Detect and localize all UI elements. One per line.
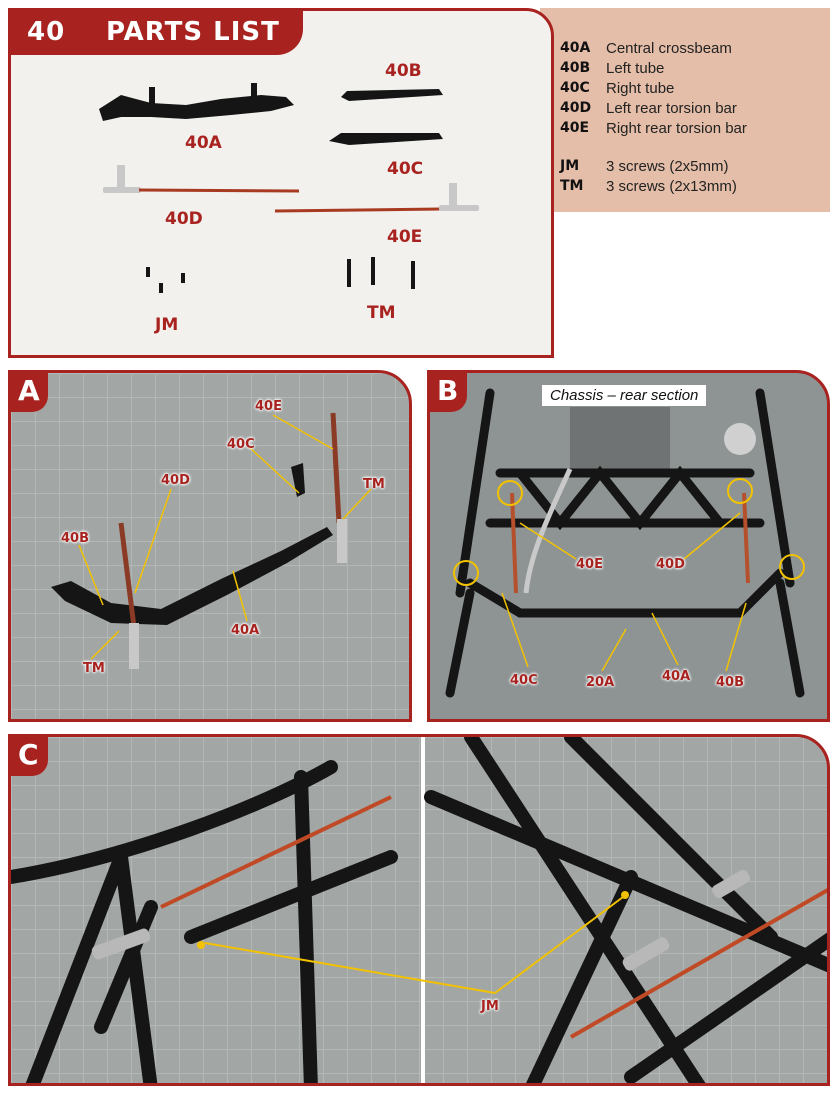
step-a-panel: A 40E 40C 40D TM 40B 40A TM bbox=[8, 370, 412, 722]
step-b-illustration bbox=[445, 388, 805, 698]
callout-20a: 20A bbox=[586, 675, 615, 690]
tm-screw bbox=[347, 259, 351, 287]
label-tm: TM bbox=[367, 303, 396, 323]
jm-screw bbox=[181, 273, 185, 283]
step-c-illustration bbox=[11, 737, 827, 1083]
label-jm: JM bbox=[155, 315, 179, 335]
step-number: 40 bbox=[27, 17, 66, 47]
tm-screw bbox=[411, 261, 415, 289]
part-40b-left-tube bbox=[341, 89, 443, 101]
callout-40c: 40C bbox=[227, 437, 255, 452]
step-a-illustration bbox=[51, 412, 372, 669]
crossbeam-assembly bbox=[51, 527, 333, 625]
torsion-bar-40d bbox=[118, 522, 138, 636]
torsion-bar-40e bbox=[510, 492, 518, 594]
callout-40d: 40D bbox=[161, 473, 190, 488]
panel-divider bbox=[421, 737, 425, 1083]
part-40a-crossbeam bbox=[99, 95, 294, 121]
part-40c-right-tube bbox=[329, 133, 443, 145]
step-c-tab: C bbox=[11, 737, 48, 776]
step-a-tab: A bbox=[11, 373, 48, 412]
parts-list-title: PARTS LIST bbox=[106, 17, 280, 47]
tm-screw bbox=[371, 257, 375, 285]
step-b-tab: B bbox=[430, 373, 467, 412]
parts-list-panel: 40 PARTS LIST 40B 40A 40C 40D 40E JM TM bbox=[8, 8, 554, 358]
jm-screw bbox=[146, 267, 150, 277]
jm-screw bbox=[159, 283, 163, 293]
callout-40b: 40B bbox=[716, 675, 744, 690]
step-b-panel: B Chassis – rear section 40E 40D 40C 20A… bbox=[427, 370, 830, 722]
parts-list-header: 40 PARTS LIST bbox=[11, 11, 303, 55]
torsion-bar-40e bbox=[330, 412, 342, 524]
callout-40d: 40D bbox=[656, 557, 685, 572]
callout-40a: 40A bbox=[231, 623, 260, 638]
label-40c: 40C bbox=[387, 159, 424, 179]
callout-40a: 40A bbox=[662, 669, 691, 684]
chassis-caption: Chassis – rear section bbox=[542, 385, 707, 406]
label-40d: 40D bbox=[165, 209, 203, 229]
step-c-panel: C JM bbox=[8, 734, 830, 1086]
callout-40e: 40E bbox=[255, 399, 282, 414]
callout-40e: 40E bbox=[576, 557, 603, 572]
part-40e-right-torsion-bar bbox=[274, 207, 442, 213]
label-40e: 40E bbox=[387, 227, 423, 247]
callout-tm-bottom: TM bbox=[83, 661, 105, 676]
callout-40b: 40B bbox=[61, 531, 89, 546]
callout-40c: 40C bbox=[510, 673, 538, 688]
callout-jm: JM bbox=[481, 999, 499, 1014]
part-40d-left-torsion-bar bbox=[138, 188, 300, 193]
callout-tm-top: TM bbox=[363, 477, 385, 492]
label-40a: 40A bbox=[185, 133, 222, 153]
torsion-bar-40d bbox=[742, 492, 750, 584]
label-40b: 40B bbox=[385, 61, 422, 81]
parts-illustration bbox=[99, 83, 479, 293]
legend-background bbox=[540, 8, 830, 212]
